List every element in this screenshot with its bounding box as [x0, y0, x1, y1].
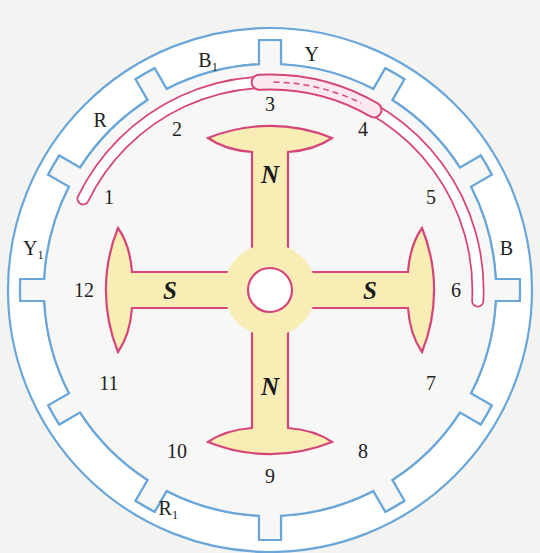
slot-number: 2	[172, 119, 182, 139]
phase-label: B₁	[198, 50, 218, 70]
slot-number: 3	[265, 94, 275, 114]
phase-label: Y	[304, 44, 318, 64]
coil-dashed-conductor	[274, 82, 362, 103]
coil-winding	[83, 82, 478, 301]
stator-bore	[20, 40, 520, 540]
slot-number: 6	[451, 280, 461, 300]
slot-number: 1	[104, 187, 114, 207]
rotor	[106, 126, 434, 454]
rotor-pole	[208, 330, 332, 454]
slot-number: 10	[167, 441, 187, 461]
phase-label: Y₁	[23, 238, 44, 258]
pole-label: N	[261, 374, 279, 399]
phase-label: R₁	[158, 498, 178, 518]
slot-number: 8	[358, 441, 368, 461]
pole-label: N	[261, 162, 279, 187]
slot-number: 4	[358, 119, 368, 139]
rotor-pole	[208, 126, 332, 250]
coil-band-inner	[83, 82, 478, 301]
phase-label: B	[500, 238, 513, 258]
rotor-hub	[224, 244, 316, 336]
rotor-pole	[310, 228, 434, 352]
coil-loop-inner	[259, 82, 374, 110]
rotor-pole	[106, 228, 230, 352]
coil-loop	[259, 82, 374, 110]
shaft-hole	[248, 268, 292, 312]
stator-core	[8, 28, 532, 552]
pole-label: S	[163, 278, 177, 303]
pole-label: S	[363, 278, 377, 303]
stator	[8, 28, 532, 552]
slot-number: 7	[426, 373, 436, 393]
slot-number: 11	[99, 373, 118, 393]
phase-label: R	[94, 110, 107, 130]
slot-number: 9	[265, 466, 275, 486]
slot-number: 5	[426, 187, 436, 207]
slot-number: 12	[74, 280, 94, 300]
coil-band	[83, 82, 478, 301]
